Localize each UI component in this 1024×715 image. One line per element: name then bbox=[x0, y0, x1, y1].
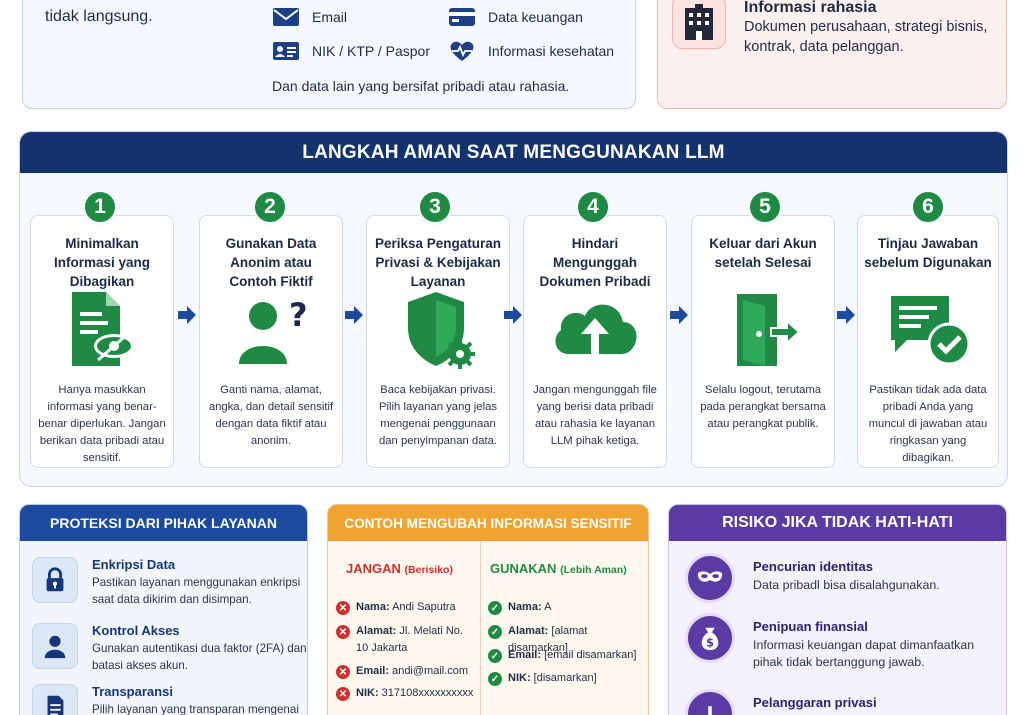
good-example-row: ✓ Alamat: [alamat disamarkan] bbox=[488, 623, 646, 657]
confidential-info-desc: Dokumen perusahaan, strategi bisnis, kon… bbox=[744, 19, 988, 55]
step-number-2: 2 bbox=[252, 189, 288, 225]
person-question-icon: ? bbox=[200, 288, 342, 372]
sensitive-info-examples-panel: CONTOH MENGUBAH INFORMASI SENSITIF JANGA… bbox=[327, 504, 649, 715]
id-card-icon bbox=[273, 42, 299, 60]
step-title: Keluar dari Akun setelah Selesai bbox=[709, 236, 817, 270]
step-desc: Ganti nama, alamat, angka, dan detail se… bbox=[208, 384, 334, 447]
arrow-right-icon bbox=[504, 306, 522, 324]
arrow-right-icon bbox=[178, 306, 196, 324]
logout-door-icon bbox=[692, 288, 834, 372]
good-example-row: ✓ Email: [email disamarkan] bbox=[488, 647, 646, 664]
use-column-header: GUNAKAN (Lebih Aman) bbox=[490, 561, 627, 576]
item-id-card: NIK / KTP / Paspor bbox=[272, 39, 430, 63]
bad-example-row: ✕ Alamat: Jl. Melati No. 10 Jakarta bbox=[336, 623, 478, 657]
risks-header: RISIKO JIKA TIDAK HATI-HATI bbox=[669, 505, 1006, 541]
step-number-5: 5 bbox=[747, 189, 783, 225]
confidential-info-panel: Informasi rahasia Dokumen perusahaan, st… bbox=[657, 0, 1007, 109]
step-number-3: 3 bbox=[417, 189, 453, 225]
svg-text:?: ? bbox=[289, 296, 308, 334]
step-card-3: Periksa Pengaturan Privasi & Kebijakan L… bbox=[366, 215, 510, 468]
check-circle-icon: ✓ bbox=[488, 601, 502, 615]
cloud-upload-icon bbox=[524, 288, 666, 372]
step-card-1: Minimalkan Informasi yang Dibagikan Hany… bbox=[30, 215, 174, 468]
good-example-row: ✓ NIK: [disamarkan] bbox=[488, 670, 646, 687]
step-title: Tinjau Jawaban sebelum Digunakan bbox=[864, 236, 992, 270]
arrow-right-icon bbox=[345, 306, 363, 324]
risks-panel: RISIKO JIKA TIDAK HATI-HATI Pencurian id… bbox=[668, 504, 1007, 715]
examples-header: CONTOH MENGUBAH INFORMASI SENSITIF bbox=[328, 505, 648, 541]
shield-gear-icon bbox=[367, 288, 509, 372]
safe-steps-section: LANGKAH AMAN SAAT MENGGUNAKAN LLM Minima… bbox=[19, 131, 1008, 487]
check-circle-icon: ✓ bbox=[488, 649, 502, 663]
bad-example-row: ✕ Nama: Andi Saputra bbox=[336, 599, 478, 616]
arrow-right-icon bbox=[670, 306, 688, 324]
column-divider bbox=[480, 541, 481, 715]
envelope-icon bbox=[273, 8, 299, 26]
step-number-1: 1 bbox=[82, 189, 118, 225]
step-desc: Selalu logout, terutama pada perangkat b… bbox=[700, 384, 826, 430]
building-icon bbox=[672, 0, 726, 49]
good-example-row: ✓ Nama: A bbox=[488, 599, 646, 616]
x-circle-icon: ✕ bbox=[336, 665, 350, 679]
check-circle-icon: ✓ bbox=[488, 625, 502, 639]
step-title: Minimalkan Informasi yang Dibagikan bbox=[53, 236, 151, 289]
item-financial-data: Data keuangan bbox=[448, 5, 583, 29]
provider-protection-header: PROTEKSI DARI PIHAK LAYANAN bbox=[20, 505, 307, 541]
personal-data-note: Dan data lain yang bersifat pribadi atau… bbox=[272, 78, 570, 94]
item-health-info: Informasi kesehatan bbox=[448, 39, 614, 63]
check-circle-icon: ✓ bbox=[488, 672, 502, 686]
document-icon bbox=[32, 684, 78, 715]
lock-icon bbox=[32, 557, 78, 603]
x-circle-icon: ✕ bbox=[336, 625, 350, 639]
item-email: Email bbox=[272, 5, 347, 29]
step-number-6: 6 bbox=[910, 189, 946, 225]
document-eye-icon bbox=[31, 288, 173, 372]
provider-protection-panel: PROTEKSI DARI PIHAK LAYANAN Enkripsi Dat… bbox=[19, 504, 308, 715]
step-title: Periksa Pengaturan Privasi & Kebijakan L… bbox=[374, 236, 502, 289]
warning-icon bbox=[685, 689, 735, 715]
x-circle-icon: ✕ bbox=[336, 601, 350, 615]
personal-data-panel: tidak langsung. Email Data keuangan NIK … bbox=[22, 0, 636, 109]
step-card-2: Gunakan Data Anonim atau Contoh Fiktif ?… bbox=[199, 215, 343, 468]
step-number-4: 4 bbox=[575, 189, 611, 225]
step-desc: Hanya masukkan informasi yang benar-bena… bbox=[38, 384, 166, 464]
bad-example-row: ✕ Email: andi@mail.com bbox=[336, 663, 478, 680]
confidential-info-title: Informasi rahasia bbox=[744, 0, 877, 16]
step-title: Hindari Mengunggah Dokumen Pribadi bbox=[539, 236, 651, 289]
x-circle-icon: ✕ bbox=[336, 687, 350, 701]
credit-card-icon bbox=[449, 8, 475, 26]
safe-steps-header: LANGKAH AMAN SAAT MENGGUNAKAN LLM bbox=[20, 132, 1007, 173]
step-desc: Pastikan tidak ada data pribadi Anda yan… bbox=[868, 384, 988, 464]
arrow-right-icon bbox=[837, 306, 855, 324]
bad-example-row: ✕ NIK: 317108xxxxxxxxxx bbox=[336, 685, 478, 702]
step-desc: Baca kebijakan privasi. Pilih layanan ya… bbox=[378, 384, 498, 447]
user-icon bbox=[32, 623, 78, 669]
dont-column-header: JANGAN (Berisiko) bbox=[346, 561, 453, 576]
mask-icon bbox=[685, 553, 735, 603]
step-card-5: Keluar dari Akun setelah Selesai Selalu … bbox=[691, 215, 835, 468]
money-bag-icon: $ bbox=[685, 613, 735, 663]
step-card-4: Hindari Mengunggah Dokumen Pribadi Janga… bbox=[523, 215, 667, 468]
heart-pulse-icon bbox=[450, 41, 474, 61]
step-desc: Jangan mengunggah file yang berisi data … bbox=[533, 384, 657, 447]
svg-text:$: $ bbox=[706, 636, 714, 649]
chat-check-icon bbox=[858, 288, 998, 372]
step-card-6: Tinjau Jawaban sebelum Digunakan Pastika… bbox=[857, 215, 999, 468]
personal-data-intro: tidak langsung. bbox=[45, 8, 153, 25]
step-title: Gunakan Data Anonim atau Contoh Fiktif bbox=[225, 236, 317, 289]
